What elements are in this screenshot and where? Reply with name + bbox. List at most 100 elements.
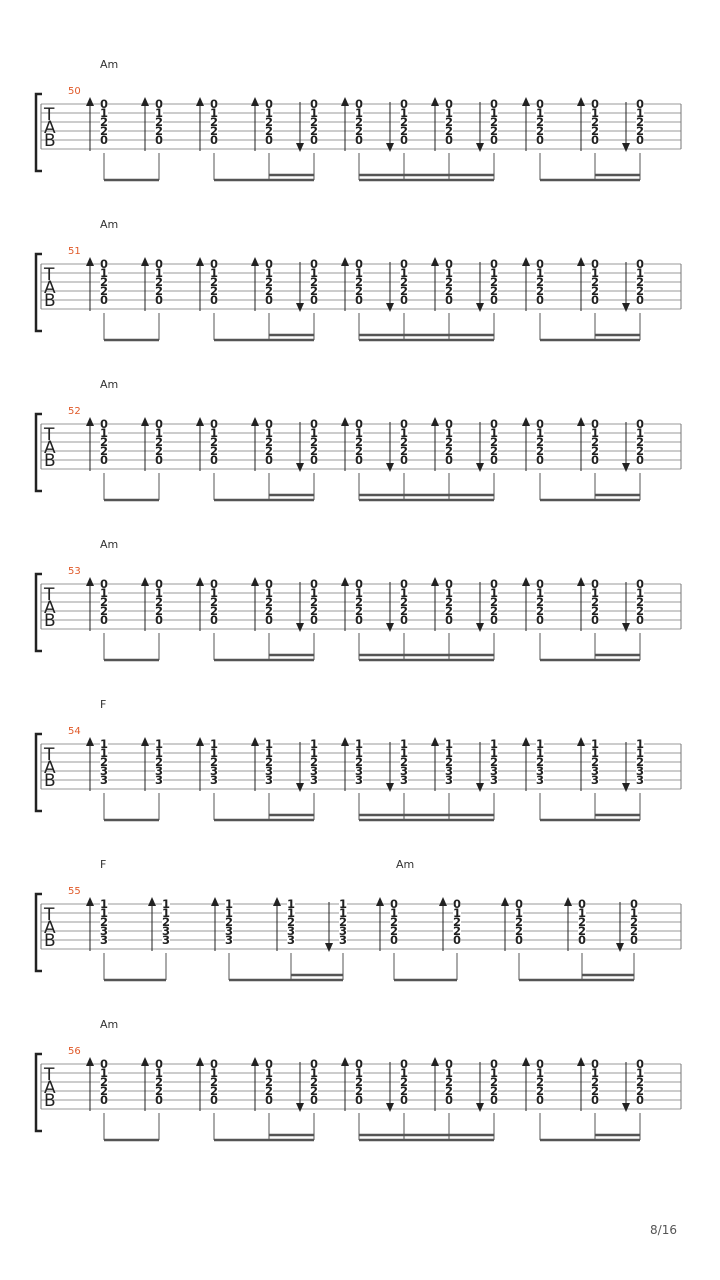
strum-down-arrow: [622, 1103, 630, 1112]
tab-clef-letter: T: [43, 905, 55, 925]
fret-bg: [400, 419, 408, 429]
fret-number: 0: [400, 613, 408, 627]
fret-bg: [636, 606, 644, 616]
fret-number: 2: [100, 275, 108, 289]
fret-bg: [636, 1059, 644, 1069]
fret-number: 2: [400, 1084, 408, 1098]
fret-bg: [536, 455, 544, 465]
fret-number: 0: [591, 97, 599, 111]
fret-number: 2: [210, 124, 218, 138]
fret-bg: [536, 259, 544, 269]
fret-number: 2: [287, 915, 295, 929]
fret-bg: [630, 899, 638, 909]
fret-number: 1: [490, 737, 498, 751]
strum-up-arrow: [577, 417, 585, 426]
fret-bg: [445, 615, 453, 625]
fret-bg: [210, 1059, 218, 1069]
strum-down-arrow: [296, 1103, 304, 1112]
strum-up-arrow: [251, 417, 259, 426]
fret-bg: [400, 739, 408, 749]
tab-system: Am52TAB012200122001220012200122001220012…: [34, 378, 682, 502]
fret-bg: [310, 588, 318, 598]
fret-bg: [490, 1059, 498, 1069]
fret-number: 0: [636, 1057, 644, 1071]
tab-clef-letter: A: [44, 598, 56, 618]
fret-bg: [578, 917, 586, 927]
fret-number: 0: [310, 97, 318, 111]
fret-bg: [155, 259, 163, 269]
fret-number: 2: [310, 444, 318, 458]
fret-bg: [355, 1059, 363, 1069]
strum-up-arrow: [439, 897, 447, 906]
fret-number: 0: [355, 1057, 363, 1071]
fret-number: 2: [591, 115, 599, 129]
strum-down-arrow: [296, 303, 304, 312]
fret-number: 3: [100, 764, 108, 778]
fret-number: 1: [225, 906, 233, 920]
fret-number: 3: [310, 773, 318, 787]
fret-bg: [155, 295, 163, 305]
tab-clef-letter: A: [44, 758, 56, 778]
fret-bg: [155, 1068, 163, 1078]
fret-number: 2: [339, 915, 347, 929]
fret-bg: [155, 1086, 163, 1096]
fret-bg: [636, 99, 644, 109]
fret-bg: [210, 259, 218, 269]
fret-number: 2: [536, 595, 544, 609]
fret-number: 2: [400, 444, 408, 458]
fret-number: 2: [453, 924, 461, 938]
fret-number: 1: [100, 426, 108, 440]
fret-bg: [445, 437, 453, 447]
fret-number: 2: [536, 444, 544, 458]
tab-clef-letter: B: [44, 291, 56, 311]
fret-bg: [445, 588, 453, 598]
fret-bg: [400, 259, 408, 269]
fret-number: 0: [400, 1057, 408, 1071]
fret-bg: [265, 775, 273, 785]
fret-number: 0: [210, 417, 218, 431]
fret-bg: [591, 1086, 599, 1096]
fret-bg: [310, 748, 318, 758]
tab-clef-letter: T: [43, 585, 55, 605]
fret-number: 2: [265, 444, 273, 458]
fret-number: 0: [390, 897, 398, 911]
fret-number: 1: [400, 746, 408, 760]
fret-number: 2: [310, 435, 318, 449]
fret-number: 1: [287, 906, 295, 920]
fret-bg: [490, 126, 498, 136]
fret-number: 2: [400, 115, 408, 129]
fret-bg: [636, 615, 644, 625]
fret-number: 2: [310, 595, 318, 609]
fret-number: 1: [310, 266, 318, 280]
fret-number: 2: [100, 755, 108, 769]
system-bracket: [34, 252, 42, 333]
fret-number: 0: [536, 417, 544, 431]
fret-bg: [355, 588, 363, 598]
fret-number: 2: [265, 1084, 273, 1098]
fret-bg: [591, 615, 599, 625]
fret-number: 0: [210, 613, 218, 627]
fret-number: 2: [265, 435, 273, 449]
fret-bg: [162, 926, 170, 936]
fret-number: 0: [100, 97, 108, 111]
fret-bg: [355, 1086, 363, 1096]
fret-bg: [636, 126, 644, 136]
fret-number: 1: [100, 737, 108, 751]
fret-bg: [445, 455, 453, 465]
fret-number: 2: [310, 1084, 318, 1098]
strum-up-arrow: [341, 577, 349, 586]
fret-bg: [265, 108, 273, 118]
fret-bg: [630, 926, 638, 936]
fret-number: 0: [310, 1057, 318, 1071]
fret-bg: [310, 1059, 318, 1069]
fret-number: 2: [390, 915, 398, 929]
fret-number: 1: [490, 586, 498, 600]
